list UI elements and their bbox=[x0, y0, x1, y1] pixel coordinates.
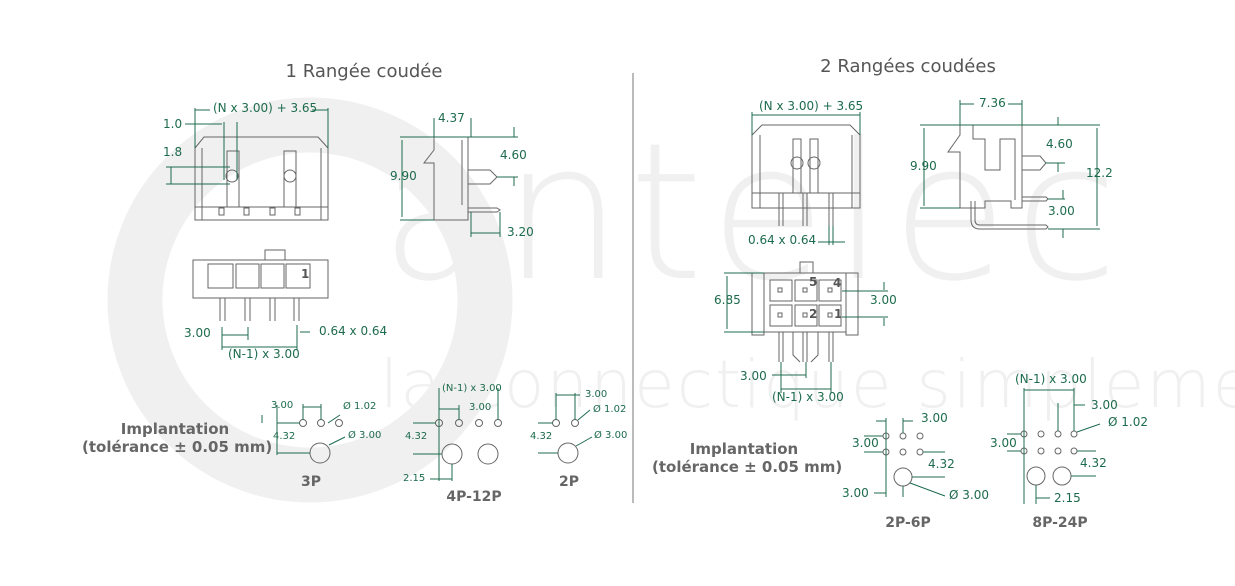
right-implantation-dimensions bbox=[864, 388, 1101, 504]
p4-12-pitch-label: 3.00 bbox=[469, 402, 492, 413]
p8-24-offset-label: 4.32 bbox=[1080, 456, 1107, 470]
p8-24-span-label: (N-1) x 3.00 bbox=[1015, 372, 1087, 386]
left-bottom-view bbox=[192, 249, 329, 321]
p2-6-peg-label: Ø 3.00 bbox=[949, 488, 989, 502]
pin-5-label: 5 bbox=[809, 275, 818, 289]
right-front-width-label: (N x 3.00) + 3.65 bbox=[759, 99, 864, 113]
watermark-tagline: la connectique simplement bbox=[380, 346, 1235, 423]
p4-12-span-label: (N-1) x 3.00 bbox=[442, 383, 502, 394]
left-side-height-label: 9.90 bbox=[390, 169, 417, 183]
p3-variant-name: 3P bbox=[300, 474, 322, 490]
right-dimension-lines bbox=[724, 100, 1100, 393]
p4-12-offset-label: 4.32 bbox=[405, 431, 428, 442]
right-bottom-height-label: 6.85 bbox=[714, 293, 741, 307]
p4-12-peg-offset-label: 2.15 bbox=[403, 473, 426, 484]
p2-6-offset-label: 4.32 bbox=[928, 457, 955, 471]
pin-4-label: 4 bbox=[833, 276, 842, 290]
p2-6-pitch-label: 3.00 bbox=[921, 411, 948, 425]
p2-pitch-label: 3.00 bbox=[585, 389, 608, 400]
p3-peg-label: Ø 3.00 bbox=[348, 430, 382, 441]
right-bottom-row-pitch-label: 3.00 bbox=[870, 293, 897, 307]
left-implantation-dimensions bbox=[261, 388, 593, 481]
right-front-view bbox=[751, 124, 861, 226]
left-side-depth-label: 4.37 bbox=[438, 111, 465, 125]
left-front-d2-label: 1.8 bbox=[163, 145, 183, 159]
left-pin1-label: 1 bbox=[301, 267, 310, 281]
left-implantation-tolerance: (tolérance ± 0.05 mm) bbox=[82, 438, 273, 456]
left-bottom-span-label: (N-1) x 3.00 bbox=[228, 347, 300, 361]
left-dimension-lines bbox=[166, 108, 518, 350]
right-side-view bbox=[947, 124, 1049, 230]
pin-2-label: 2 bbox=[809, 307, 818, 321]
p8-24-variant-name: 8P-24P bbox=[1032, 515, 1088, 531]
left-bottom-pin-size-label: 0.64 x 0.64 bbox=[319, 324, 388, 338]
p4-12-variant-name: 4P-12P bbox=[446, 489, 502, 505]
left-implantation-label: Implantation (tolérance ± 0.05 mm) bbox=[82, 420, 273, 456]
left-front-d1-label: 1.0 bbox=[163, 117, 183, 131]
pin-1-label: 1 bbox=[834, 307, 843, 321]
p2-6-peg-offset-label: 3.00 bbox=[842, 486, 869, 500]
left-front-width-label: (N x 3.00) + 3.65 bbox=[213, 101, 318, 115]
p8-24-pitch-label: 3.00 bbox=[1091, 398, 1118, 412]
left-implantation-title: Implantation bbox=[120, 420, 230, 438]
p3-offset-label: 4.32 bbox=[273, 431, 296, 442]
p3-pitch-label: 3.00 bbox=[271, 400, 294, 411]
right-side-pin-height-label: 4.60 bbox=[1046, 137, 1073, 151]
right-implantation-holes bbox=[882, 430, 1078, 487]
p2-variant-name: 2P bbox=[558, 474, 580, 490]
right-front-pin-size-label: 0.64 x 0.64 bbox=[748, 233, 817, 247]
p8-24-hole-label: Ø 1.02 bbox=[1108, 415, 1148, 429]
right-side-row-pitch-label: 3.00 bbox=[1048, 204, 1075, 218]
right-implantation-label: Implantation (tolérance ± 0.05 mm) bbox=[652, 440, 843, 476]
left-bottom-pitch-label: 3.00 bbox=[184, 326, 211, 340]
watermark-logo-circle bbox=[107, 97, 513, 503]
left-side-pin-length-label: 3.20 bbox=[507, 225, 534, 239]
p2-peg-label: Ø 3.00 bbox=[594, 430, 628, 441]
right-side-height-label: 9.90 bbox=[910, 159, 937, 173]
p2-6-row-pitch-label: 3.00 bbox=[852, 436, 879, 450]
right-bottom-view bbox=[751, 261, 859, 363]
p2-hole-label: Ø 1.02 bbox=[593, 404, 627, 415]
right-bottom-span-label: (N-1) x 3.00 bbox=[772, 390, 844, 404]
right-side-depth-label: 7.36 bbox=[979, 96, 1006, 110]
right-side-total-label: 12.2 bbox=[1086, 166, 1113, 180]
right-implantation-title: Implantation bbox=[689, 440, 799, 458]
p2-offset-label: 4.32 bbox=[530, 431, 553, 442]
p3-hole-label: Ø 1.02 bbox=[343, 401, 377, 412]
left-section-title: 1 Rangée coudée bbox=[285, 61, 443, 82]
p2-6-variant-name: 2P-6P bbox=[885, 515, 931, 531]
left-side-view bbox=[422, 136, 501, 221]
right-section-title: 2 Rangées coudées bbox=[820, 56, 996, 77]
p8-24-row-pitch-label: 3.00 bbox=[990, 436, 1017, 450]
right-bottom-pitch-label: 3.00 bbox=[740, 369, 767, 383]
left-side-pin-height-label: 4.60 bbox=[500, 148, 527, 162]
p8-24-peg-offset-label: 2.15 bbox=[1054, 491, 1081, 505]
right-implantation-tolerance: (tolérance ± 0.05 mm) bbox=[652, 458, 843, 476]
